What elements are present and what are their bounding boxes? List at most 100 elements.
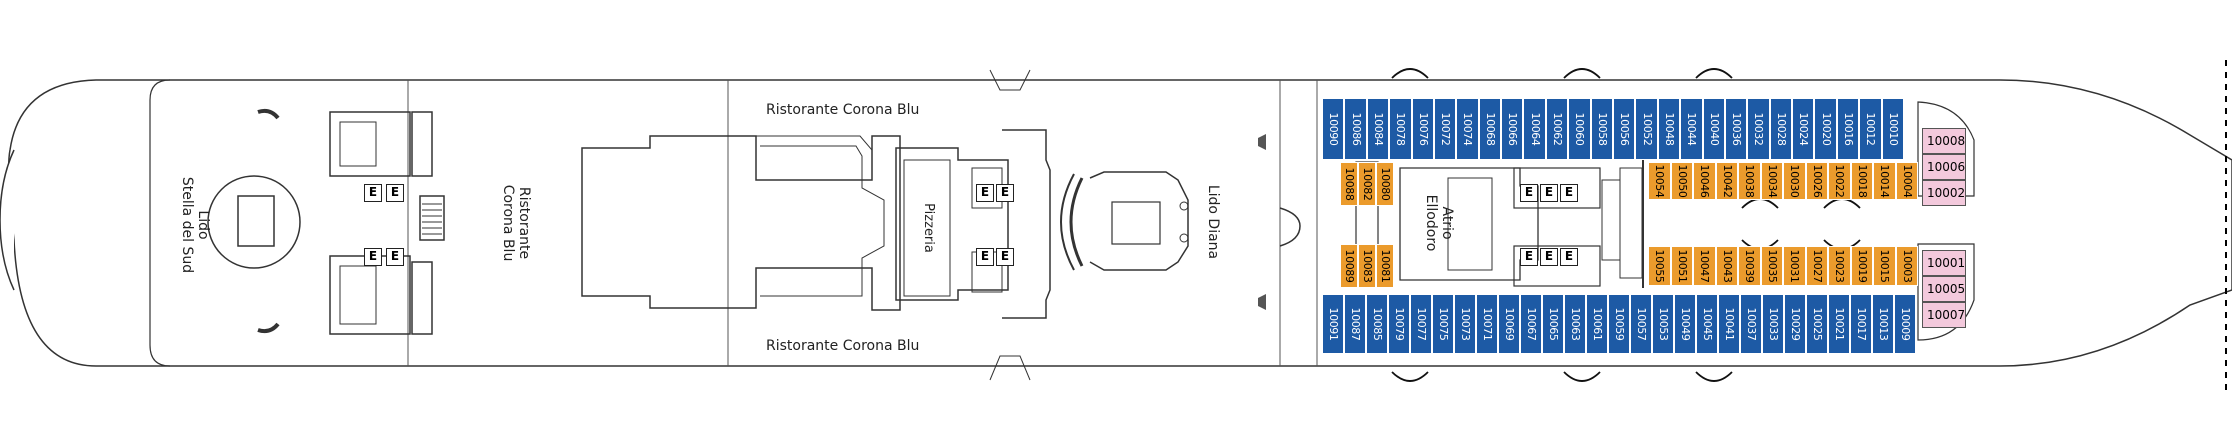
cabin[interactable]: 10043 — [1715, 246, 1738, 286]
cabin[interactable]: 10028 — [1769, 98, 1793, 160]
cabin[interactable]: 10062 — [1545, 98, 1569, 160]
cabin[interactable]: 10057 — [1630, 294, 1652, 354]
cabin[interactable]: 10045 — [1696, 294, 1718, 354]
cabin-number: 10036 — [1730, 112, 1744, 146]
cabin[interactable]: 10078 — [1389, 98, 1412, 160]
cabin-number: 10026 — [1810, 164, 1824, 198]
cabin[interactable]: 10052 — [1635, 98, 1658, 160]
cabin-number: 10045 — [1701, 307, 1714, 341]
cabin[interactable]: 10068 — [1478, 98, 1502, 160]
cabin[interactable]: 10030 — [1783, 162, 1806, 200]
cabin[interactable]: 10012 — [1859, 98, 1882, 160]
cabin[interactable]: 10077 — [1410, 294, 1432, 354]
cabin[interactable]: 10023 — [1828, 246, 1851, 286]
cabin[interactable]: 10053 — [1652, 294, 1674, 354]
cabin-number: 10055 — [1653, 249, 1667, 283]
suite-cabin[interactable]: 10001 — [1922, 250, 1966, 276]
cabin[interactable]: 10019 — [1850, 246, 1873, 286]
cabin-number: 10017 — [1855, 307, 1868, 341]
cabin[interactable]: 10065 — [1542, 294, 1564, 354]
cabin[interactable]: 10013 — [1872, 294, 1894, 354]
cabin-number: 10061 — [1591, 307, 1604, 341]
cabin[interactable]: 10038 — [1738, 162, 1761, 200]
cabin-number: 10042 — [1720, 164, 1734, 198]
cabin[interactable]: 10050 — [1670, 162, 1693, 200]
cabin[interactable]: 10079 — [1388, 294, 1410, 354]
cabin[interactable]: 10047 — [1693, 246, 1716, 286]
cabin[interactable]: 10067 — [1520, 294, 1542, 354]
cabin[interactable]: 10025 — [1806, 294, 1828, 354]
cabin[interactable]: 10071 — [1476, 294, 1498, 354]
cabin[interactable]: 10056 — [1613, 98, 1636, 160]
cabin[interactable]: 10084 — [1366, 98, 1390, 160]
suite-cabin[interactable]: 10007 — [1922, 302, 1966, 328]
cabin[interactable]: 10085 — [1366, 294, 1388, 354]
suite-cabin[interactable]: 10002 — [1922, 180, 1966, 206]
cabin[interactable]: 10075 — [1432, 294, 1454, 354]
cabin[interactable]: 10055 — [1648, 246, 1671, 286]
cabin[interactable]: 10086 — [1344, 98, 1367, 160]
cabin[interactable]: 10054 — [1648, 162, 1671, 200]
cabin[interactable]: 10040 — [1702, 98, 1725, 160]
cabin[interactable]: 10041 — [1718, 294, 1740, 354]
cabin[interactable]: 10058 — [1590, 98, 1613, 160]
cabin[interactable]: 10089 — [1340, 244, 1358, 288]
cabin[interactable]: 10039 — [1738, 246, 1761, 286]
cabin[interactable]: 10014 — [1873, 162, 1896, 200]
cabin-number: 10010 — [1886, 112, 1900, 146]
cabin[interactable]: 10066 — [1501, 98, 1524, 160]
cabin[interactable]: 10063 — [1564, 294, 1586, 354]
cabin[interactable]: 10003 — [1895, 246, 1918, 286]
cabin[interactable]: 10009 — [1894, 294, 1916, 354]
cabin[interactable]: 10037 — [1740, 294, 1762, 354]
cabin[interactable]: 10087 — [1344, 294, 1366, 354]
cabin[interactable]: 10017 — [1850, 294, 1872, 354]
cabin[interactable]: 10059 — [1608, 294, 1630, 354]
cabin[interactable]: 10021 — [1828, 294, 1850, 354]
cabin[interactable]: 10051 — [1670, 246, 1693, 286]
suite-cabin[interactable]: 10008 — [1922, 128, 1966, 154]
cabin[interactable]: 10083 — [1358, 244, 1376, 288]
cabin[interactable]: 10080 — [1376, 162, 1394, 206]
cabin[interactable]: 10042 — [1715, 162, 1738, 200]
cabin[interactable]: 10022 — [1828, 162, 1851, 200]
cabin-number: 10014 — [1878, 164, 1892, 198]
cabin[interactable]: 10073 — [1454, 294, 1476, 354]
cabin[interactable]: 10032 — [1747, 98, 1770, 160]
cabin[interactable]: 10076 — [1411, 98, 1434, 160]
cabin[interactable]: 10074 — [1456, 98, 1479, 160]
cabin[interactable]: 10061 — [1586, 294, 1608, 354]
cabin[interactable]: 10090 — [1322, 98, 1345, 160]
cabin[interactable]: 10035 — [1760, 246, 1783, 286]
cabin[interactable]: 10016 — [1836, 98, 1860, 160]
cabin[interactable]: 10088 — [1340, 162, 1358, 206]
cabin[interactable]: 10044 — [1680, 98, 1703, 160]
cabin[interactable]: 10033 — [1762, 294, 1784, 354]
cabin[interactable]: 10010 — [1881, 98, 1904, 160]
cabin-number: 10087 — [1349, 307, 1362, 341]
cabin[interactable]: 10069 — [1498, 294, 1520, 354]
cabin[interactable]: 10081 — [1376, 244, 1394, 288]
cabin[interactable]: 10046 — [1693, 162, 1716, 200]
cabin[interactable]: 10026 — [1805, 162, 1828, 200]
cabin[interactable]: 10060 — [1568, 98, 1591, 160]
cabin[interactable]: 10036 — [1724, 98, 1748, 160]
cabin[interactable]: 10048 — [1657, 98, 1681, 160]
cabin[interactable]: 10024 — [1792, 98, 1815, 160]
cabin[interactable]: 10091 — [1322, 294, 1344, 354]
cabin[interactable]: 10049 — [1674, 294, 1696, 354]
cabin[interactable]: 10072 — [1433, 98, 1457, 160]
cabin[interactable]: 10018 — [1850, 162, 1873, 200]
label-atrio-ellodoro: Atrio Ellodoro — [1423, 194, 1455, 252]
cabin[interactable]: 10029 — [1784, 294, 1806, 354]
cabin[interactable]: 10064 — [1523, 98, 1546, 160]
cabin[interactable]: 10015 — [1873, 246, 1896, 286]
cabin[interactable]: 10031 — [1783, 246, 1806, 286]
cabin[interactable]: 10020 — [1814, 98, 1837, 160]
cabin[interactable]: 10082 — [1358, 162, 1376, 206]
cabin[interactable]: 10004 — [1895, 162, 1918, 200]
cabin[interactable]: 10034 — [1760, 162, 1783, 200]
suite-cabin[interactable]: 10006 — [1922, 154, 1966, 180]
cabin[interactable]: 10027 — [1805, 246, 1828, 286]
suite-cabin[interactable]: 10005 — [1922, 276, 1966, 302]
